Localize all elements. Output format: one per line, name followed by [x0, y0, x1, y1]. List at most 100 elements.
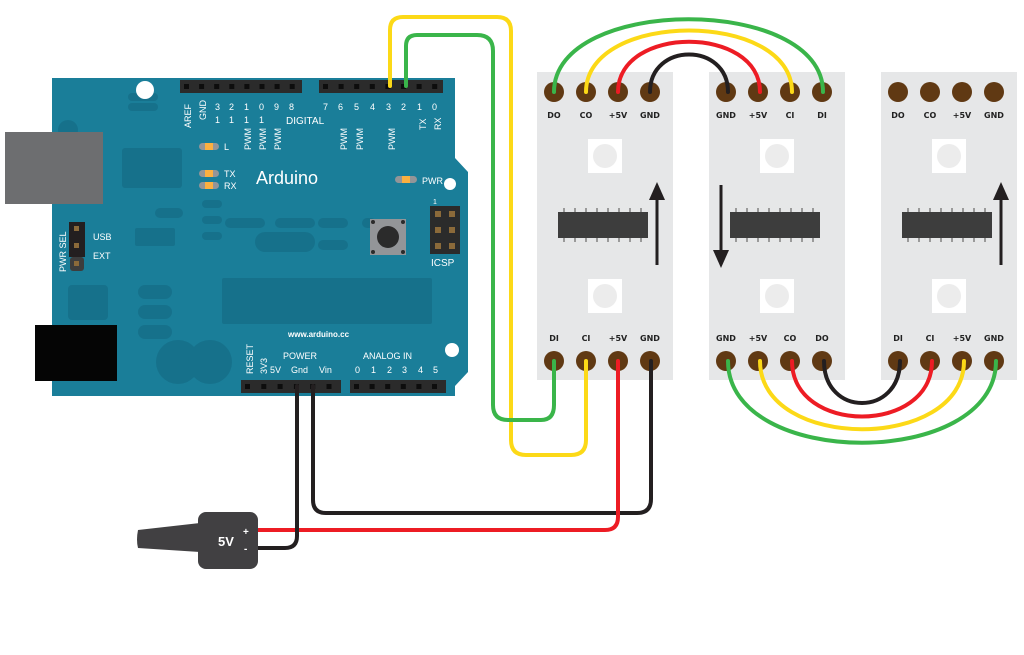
arrow-up-icon	[649, 182, 665, 265]
led-pwr: PWR	[395, 176, 443, 186]
header-pin	[323, 84, 328, 89]
dc-jack	[35, 325, 117, 381]
strip-pin-label: DI	[893, 334, 903, 343]
wire-yellow-clock	[388, 15, 588, 457]
driver-chip	[730, 208, 820, 242]
3v3-pin-label: 3V3	[259, 358, 269, 374]
pin-label-12-ones: 2	[229, 102, 234, 112]
wires	[254, 15, 998, 550]
strip-pin-label: CI	[926, 334, 935, 343]
strip-pin-label: DI	[817, 111, 827, 120]
analog-pin-label-3: 3	[402, 365, 407, 375]
solder-pad	[952, 82, 972, 102]
pin-label-1: 1	[417, 102, 422, 112]
header-pin	[354, 84, 360, 89]
header-pin	[289, 84, 295, 89]
wire-yellow-bottom-bridge	[758, 359, 966, 432]
strip-pin-label: DO	[891, 111, 905, 120]
power-select-jumper[interactable]: PWR SEL USB EXT	[58, 222, 112, 272]
pin-label-5: 5	[354, 102, 359, 112]
header-pin	[245, 384, 250, 389]
rgb-led	[932, 139, 966, 173]
header-pin	[338, 84, 344, 89]
header-pin	[432, 84, 438, 89]
driver-chip	[902, 208, 992, 242]
solder-pad	[984, 82, 1004, 102]
strip-pin-label: CO	[580, 111, 593, 120]
header-pin	[259, 84, 265, 89]
rgb-led	[760, 139, 794, 173]
wire-black-bottom-bridge	[822, 359, 902, 405]
pin-label-4: 4	[370, 102, 375, 112]
wire-red-power	[254, 359, 620, 532]
pin-label-12-tens: 1	[229, 115, 234, 125]
power-supply-5v: 5V + -	[137, 512, 258, 569]
pin-label-2: 2	[401, 102, 406, 112]
header-pin	[277, 384, 283, 389]
header-pin	[244, 84, 250, 89]
pwm-label-3: PWM	[387, 128, 397, 150]
reset-button[interactable]	[370, 219, 406, 255]
strip-pin-label: DO	[547, 111, 561, 120]
header-pin	[385, 84, 391, 89]
strip-pin-label: +5V	[749, 334, 768, 343]
wire-red-top-bridge	[616, 39, 762, 94]
strip-pin-label: GND	[640, 111, 660, 120]
header-pin	[369, 384, 375, 389]
wire-green-bottom-bridge	[726, 359, 998, 445]
rgb-led	[588, 139, 622, 173]
arduino-board: AREF GND 3 2 1 0 9 8 1 1 1 1 PWM PWM PWM…	[5, 78, 468, 396]
header-pin	[274, 84, 280, 89]
analog-in-label: ANALOG IN	[363, 351, 412, 361]
header-pin	[184, 84, 189, 89]
driver-chip	[558, 208, 648, 242]
led-l: L	[199, 142, 229, 152]
analog-pin-label-5: 5	[433, 365, 438, 375]
strip-pin-label: GND	[640, 334, 660, 343]
vin-pin-label: Vin	[319, 365, 332, 375]
pin-label-11-ones: 1	[244, 102, 249, 112]
strip-pin-label: CO	[924, 111, 937, 120]
wire-black-ground	[311, 359, 653, 515]
strip-pin-label: +5V	[953, 334, 972, 343]
power-label: POWER	[283, 351, 318, 361]
mounting-hole	[136, 81, 154, 99]
pwr-sel-ext-label: EXT	[93, 251, 111, 261]
rgb-led	[760, 279, 794, 313]
pin-label-3: 3	[386, 102, 391, 112]
solder-pad	[888, 82, 908, 102]
reset-pin-label: RESET	[245, 343, 255, 374]
pin-label-7: 7	[323, 102, 328, 112]
rgb-led	[932, 279, 966, 313]
analog-pin-label-2: 2	[387, 365, 392, 375]
pwm-label-5: PWM	[355, 128, 365, 150]
tx-pin-label: TX	[418, 118, 428, 130]
usb-connector	[5, 132, 103, 204]
solder-pad	[920, 82, 940, 102]
mounting-hole	[445, 343, 459, 357]
header-pin	[326, 384, 332, 389]
strip-pin-label: CI	[786, 111, 795, 120]
5v-pin-label: 5V	[270, 365, 281, 375]
mounting-hole	[444, 178, 456, 190]
digital-label: DIGITAL	[286, 116, 325, 127]
arrow-down-icon	[713, 185, 729, 268]
strip-pin-label: DO	[815, 334, 829, 343]
power-supply-label: 5V	[218, 534, 234, 549]
rgb-led	[588, 279, 622, 313]
header-digital-low	[319, 80, 443, 93]
led-rx: RX	[199, 181, 237, 191]
strip-pin-label: GND	[716, 111, 736, 120]
strip-pin-label: GND	[984, 334, 1004, 343]
wire-green-top-bridge	[552, 17, 825, 94]
pin-label-aref: AREF	[183, 103, 193, 128]
power-supply-minus: -	[244, 544, 247, 555]
header-pin	[401, 84, 406, 89]
wire-green-data	[404, 33, 556, 422]
svg-text:1: 1	[433, 199, 437, 206]
svg-text:L: L	[224, 142, 229, 152]
strip-pin-label: +5V	[609, 334, 628, 343]
pwm-label-6: PWM	[339, 128, 349, 150]
